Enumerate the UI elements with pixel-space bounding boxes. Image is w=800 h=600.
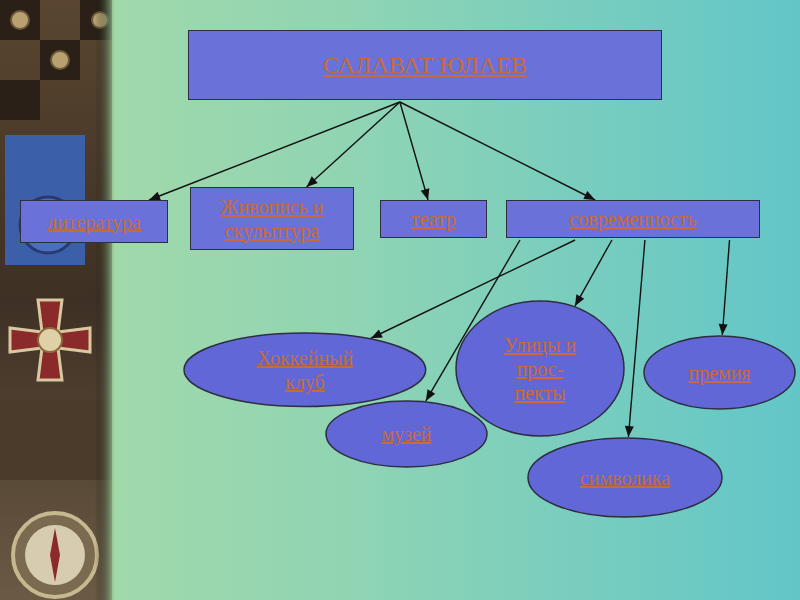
node-label: Живопись и скульптура bbox=[197, 195, 347, 243]
node-label: музей bbox=[381, 422, 431, 446]
subtopic-ellipse: Улицы и прос- пекты bbox=[455, 300, 625, 437]
connector-arrow bbox=[575, 240, 612, 306]
node-label: САЛАВАТ ЮЛАЕВ bbox=[323, 51, 527, 80]
root-box: САЛАВАТ ЮЛАЕВ bbox=[188, 30, 662, 100]
node-label: Улицы и прос- пекты bbox=[490, 333, 590, 405]
node-label: премия bbox=[688, 361, 750, 385]
topic-box: современность bbox=[506, 200, 760, 238]
subtopic-ellipse: Хоккейный клуб bbox=[183, 332, 427, 407]
subtopic-ellipse: музей bbox=[325, 400, 488, 468]
subtopic-ellipse: символика bbox=[527, 437, 723, 518]
topic-box: литература bbox=[20, 200, 168, 243]
connector-arrow bbox=[719, 240, 730, 335]
node-label: символика bbox=[580, 466, 670, 490]
topic-box: Живопись и скульптура bbox=[190, 187, 354, 250]
topic-box: театр bbox=[380, 200, 487, 238]
connector-arrow bbox=[400, 102, 595, 200]
node-label: Хоккейный клуб bbox=[235, 346, 375, 394]
node-label: современность bbox=[569, 207, 696, 231]
node-label: литература bbox=[47, 210, 141, 234]
connector-arrow bbox=[149, 102, 400, 200]
subtopic-ellipse: премия bbox=[643, 335, 796, 410]
node-label: театр bbox=[411, 207, 456, 231]
connector-arrow bbox=[400, 102, 429, 200]
connector-arrow bbox=[307, 102, 400, 187]
ellipse-outline bbox=[183, 332, 427, 407]
connector-arrow bbox=[625, 240, 645, 437]
